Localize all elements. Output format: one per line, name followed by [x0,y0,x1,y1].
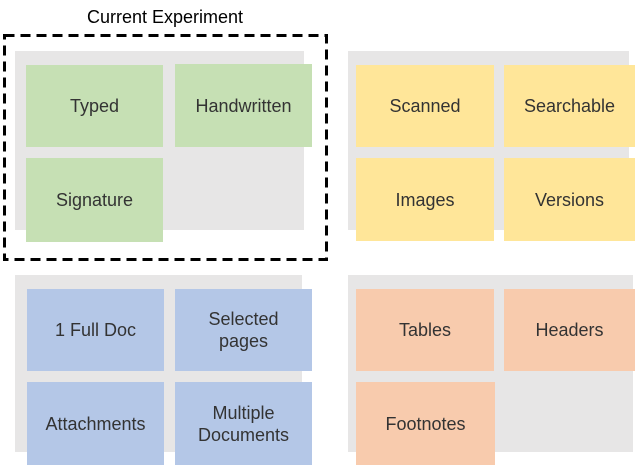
box-versions: Versions [504,158,635,241]
box-selected-pages: Selected pages [175,289,312,371]
box-multiple-documents: Multiple Documents [175,382,312,465]
box-typed: Typed [26,65,163,147]
box-signature: Signature [26,158,163,242]
box-1-full-doc: 1 Full Doc [27,289,164,371]
box-footnotes: Footnotes [356,382,495,465]
current-experiment-title: Current Experiment [86,7,244,27]
box-scanned: Scanned [356,65,494,147]
current-experiment-dashed-frame [3,34,328,261]
box-handwritten: Handwritten [175,64,312,147]
box-tables: Tables [356,289,494,371]
box-attachments: Attachments [27,382,164,465]
box-images: Images [356,158,494,241]
box-headers: Headers [504,289,635,371]
box-searchable: Searchable [504,65,635,147]
